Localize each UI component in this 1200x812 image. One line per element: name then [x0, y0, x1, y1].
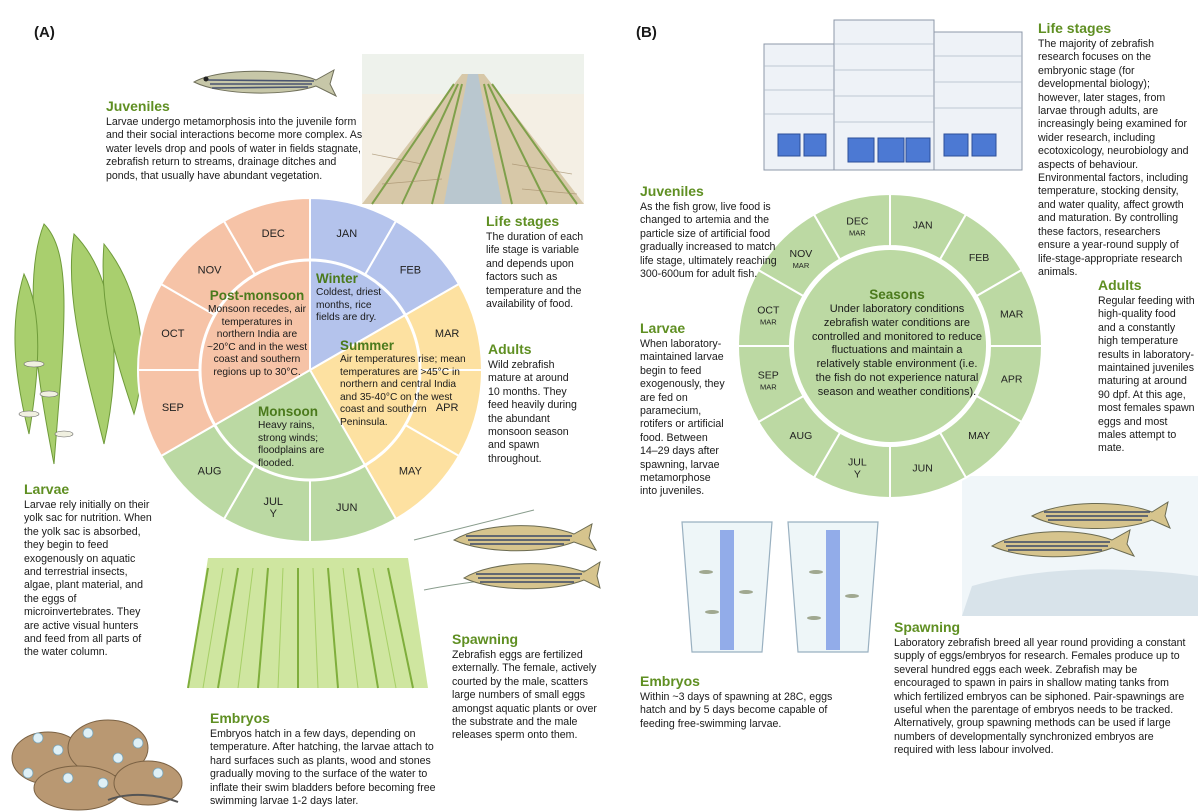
a-juveniles-title: Juveniles — [106, 98, 170, 114]
lab-month-label-9: SEP — [758, 370, 779, 382]
b-adults-title: Adults — [1098, 277, 1142, 293]
a-spawning-text: Zebrafish eggs are fertilized externally… — [452, 649, 597, 742]
b-larvae-title: Larvae — [640, 320, 686, 336]
b-embryos-block: Embryos Within ~3 days of spawning at 28… — [640, 672, 840, 731]
b-adults-block: Adults Regular feeding with high-quality… — [1098, 276, 1196, 456]
month-label-3: MAR — [435, 328, 460, 340]
season-winter-title: Winter — [316, 271, 358, 286]
b-spawning-text: Laboratory zebrafish breed all year roun… — [894, 637, 1186, 757]
season-monsoon-title: Monsoon — [258, 404, 318, 419]
a-adults-title: Adults — [488, 341, 532, 357]
zebrafish-juvenile-illustration — [192, 68, 338, 98]
b-spawning-title: Spawning — [894, 619, 961, 635]
season-summer-text: Air temperatures rise; mean temperatures… — [340, 354, 466, 428]
spawning-tanks-illustration — [681, 521, 879, 653]
month-label-2: FEB — [400, 265, 421, 277]
lab-month-label-12: DEC — [846, 215, 869, 227]
lab-month-segment-12 — [812, 192, 891, 261]
b-juveniles-text: As the fish grow, live food is changed t… — [640, 201, 777, 281]
month-label-11: NOV — [198, 265, 223, 277]
month-label-9: SEP — [162, 402, 184, 414]
a-larvae-text: Larvae rely initially on their yolk sac … — [24, 499, 152, 659]
dry-rice-field-illustration — [362, 54, 584, 205]
b-larvae-text: When laboratory-maintained larvae begin … — [640, 338, 725, 498]
b-life-stages-block: Life stages The majority of zebrafish re… — [1038, 19, 1194, 279]
month-label-10: OCT — [161, 328, 185, 340]
month-label-8: AUG — [198, 465, 222, 477]
green-rice-field-illustration — [187, 548, 428, 698]
b-juveniles-title: Juveniles — [640, 183, 704, 199]
lab-month-label-6: JUN — [912, 463, 932, 475]
lab-month-label-10-sub: MAR — [760, 317, 777, 326]
season-post-monsoon: Post-monsoon Monsoon recedes, air temper… — [206, 287, 308, 380]
lab-month-label-2: FEB — [969, 252, 989, 264]
lab-month-label-5: MAY — [968, 430, 990, 442]
month-label-5: MAY — [399, 465, 423, 477]
a-adults-block: Adults Wild zebrafish mature at around 1… — [488, 340, 580, 466]
b-embryos-title: Embryos — [640, 673, 700, 689]
inner-ring-divider — [198, 258, 422, 482]
lab-month-label-11: NOV — [790, 248, 813, 260]
a-embryos-text: Embryos hatch in a few days, depending o… — [210, 728, 436, 808]
lab-month-label-12-sub: MAR — [849, 228, 866, 237]
lab-spawning-fish-illustration — [962, 476, 1198, 616]
season-summer-title: Summer — [340, 338, 395, 353]
season-winter-text: Coldest, driest months, rice fields are … — [316, 287, 382, 324]
aquatic-plant-illustration — [14, 223, 143, 465]
month-label-12: DEC — [262, 228, 285, 240]
b-life-stages-title: Life stages — [1038, 20, 1112, 36]
b-juveniles-block: Juveniles As the fish grow, live food is… — [640, 182, 780, 281]
lab-month-label-9-sub: MAR — [760, 383, 777, 392]
month-label-4: APR — [436, 402, 459, 414]
lab-seasons-title: Seasons — [869, 287, 925, 302]
a-life-stages-text: The duration of each life stage is varia… — [486, 231, 584, 311]
lab-month-label-10: OCT — [757, 304, 780, 316]
b-embryos-text: Within ~3 days of spawning at 28C, eggs … — [640, 691, 833, 730]
season-monsoon: Monsoon Heavy rains, strong winds; flood… — [258, 403, 342, 470]
panel-label-b: (B) — [636, 24, 657, 41]
b-life-stages-text: The majority of zebrafish research focus… — [1038, 38, 1189, 278]
lab-seasons-text: Under laboratory conditions zebrafish wa… — [812, 303, 982, 398]
season-monsoon-text: Heavy rains, strong winds; floodplains a… — [258, 420, 325, 469]
season-post-monsoon-text: Monsoon recedes, air temperatures in nor… — [206, 304, 308, 378]
a-larvae-block: Larvae Larvae rely initially on their yo… — [24, 480, 152, 660]
spawning-fish-pair-illustration — [413, 509, 601, 591]
lab-month-label-8: AUG — [790, 430, 813, 442]
season-post-monsoon-title: Post-monsoon — [209, 288, 305, 303]
month-label-1: JAN — [336, 228, 357, 240]
a-larvae-title: Larvae — [24, 481, 70, 497]
a-embryos-title: Embryos — [210, 710, 270, 726]
b-adults-text: Regular feeding with high-quality food a… — [1098, 295, 1195, 455]
lab-month-label-3: MAR — [1000, 308, 1024, 320]
a-spawning-block: Spawning Zebrafish eggs are fertilized e… — [452, 630, 600, 743]
a-life-stages-title: Life stages — [486, 213, 560, 229]
season-winter: Winter Coldest, driest months, rice fiel… — [316, 270, 396, 325]
b-spawning-block: Spawning Laboratory zebrafish breed all … — [894, 618, 1194, 758]
a-juveniles-text: Larvae undergo metamorphosis into the ju… — [106, 116, 363, 182]
a-juveniles-block: Juveniles Larvae undergo metamorphosis i… — [106, 97, 368, 183]
lab-month-label-1: JAN — [913, 219, 933, 231]
a-life-stages-block: Life stages The duration of each life st… — [486, 212, 596, 311]
aquarium-rack-illustration — [763, 19, 1023, 171]
season-summer: Summer Air temperatures rise; mean tempe… — [340, 337, 475, 430]
a-embryos-block: Embryos Embryos hatch in a few days, dep… — [210, 709, 450, 808]
a-spawning-title: Spawning — [452, 631, 519, 647]
lab-month-label-4: APR — [1001, 374, 1023, 386]
lab-center-disc — [794, 250, 986, 442]
b-larvae-block: Larvae When laboratory-maintained larvae… — [640, 319, 726, 499]
month-label-6: JUN — [336, 502, 357, 514]
eggs-and-stones-illustration — [11, 719, 183, 811]
a-adults-text: Wild zebrafish mature at around 10 month… — [488, 359, 577, 465]
lab-month-label-11-sub: MAR — [793, 261, 810, 270]
panel-label-a: (A) — [34, 24, 55, 41]
lab-seasons-center: Seasons Under laboratory conditions zebr… — [812, 286, 982, 400]
